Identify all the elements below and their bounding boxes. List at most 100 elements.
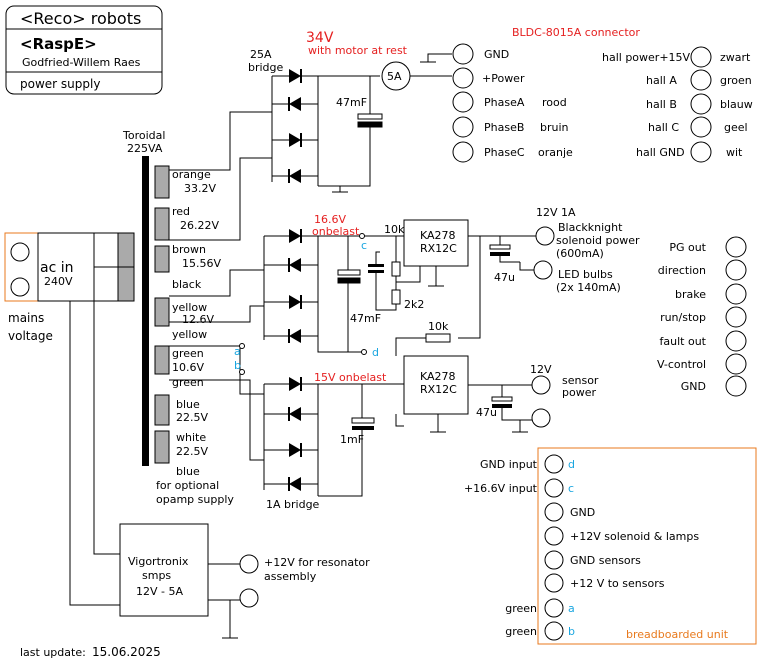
breadboard-tag-6: a [568, 602, 575, 615]
breadboard-label-1: +16.6V input [464, 482, 538, 495]
bridge1-label: 1A bridge [266, 498, 320, 511]
resonator-gnd-terminal[interactable] [239, 588, 259, 608]
mains-terminal-2[interactable] [10, 277, 30, 297]
bridge-15v: 15V onbelast 1A bridge a b 1mF [169, 343, 404, 511]
breadboard-terminal-4[interactable] [544, 550, 564, 570]
mains-terminal-1[interactable] [10, 242, 30, 262]
hall-power-terminal[interactable] [690, 46, 712, 68]
breadboard-label-0: GND input [480, 458, 538, 471]
breadboard-label-6: green [505, 602, 537, 615]
r10k-b: 10k [428, 320, 449, 333]
winding-orange-volt: 33.2V [184, 182, 216, 195]
ctrl-label-4: fault out [660, 335, 707, 348]
hall-a-terminal[interactable] [690, 69, 712, 91]
bldc-title: BLDC-8015A connector [512, 26, 640, 39]
hall-c-terminal[interactable] [690, 116, 712, 138]
fuse-label: 5A [387, 70, 402, 83]
bldc-phasec-terminal[interactable] [452, 141, 474, 163]
smps-block: Vigortronix smps 12V - 5A +12V for reson… [119, 523, 370, 639]
breadboard-label-2: GND [570, 506, 595, 519]
hall-gnd-terminal[interactable] [690, 141, 712, 163]
voltage-16v: 16.6V [314, 213, 346, 226]
ctrl-terminal-2[interactable] [725, 283, 747, 305]
reg1-line2: RX12C [420, 242, 457, 255]
resonator-label-2: assembly [264, 570, 317, 583]
resonator-power-terminal[interactable] [239, 554, 259, 574]
winding-blue-note-2: for optional [156, 479, 219, 492]
regulator-2: KA278 RX12C 47u 12V sensor power [395, 355, 599, 433]
breadboard-tag-7: b [568, 625, 575, 638]
winding-green: green [172, 347, 204, 360]
ac-in-label: ac in [40, 260, 74, 276]
ctrl-label-6: GND [681, 380, 706, 393]
tag-a-bridge: a [234, 345, 241, 358]
ctrl-terminal-5[interactable] [725, 353, 747, 375]
bldc-power-terminal[interactable] [452, 67, 474, 89]
onbelast-16v: onbelast [312, 225, 360, 238]
breadboard-terminal-6[interactable] [544, 598, 564, 618]
tag-c-bridge: c [361, 239, 367, 252]
breadboard-terminal-1[interactable] [544, 478, 564, 498]
bldc-phaseb-label: PhaseB [484, 121, 524, 134]
ctrl-label-5: V-control [657, 358, 706, 371]
winding-red: red [172, 205, 190, 218]
ctrl-terminal-6[interactable] [725, 375, 747, 397]
ctrl-terminal-1[interactable] [725, 259, 747, 281]
winding-brown-volt: 15.56V [182, 257, 221, 270]
r10k-a: 10k [384, 223, 405, 236]
breadboard-label-3: +12V solenoid & lamps [570, 530, 699, 543]
tag-d-bridge: d [372, 346, 379, 359]
ctrl-label-1: direction [658, 264, 706, 277]
sensor-power-label-2: power [562, 386, 596, 399]
bridge-16v: 16.6V onbelast c 47mF d [169, 213, 381, 359]
wire-oranje: oranje [538, 146, 573, 159]
smps-label-2: smps [142, 569, 171, 582]
bldc-connector: BLDC-8015A connector GND +Power PhaseA P… [452, 26, 753, 163]
cap-47mf-mid: 47mF [350, 312, 381, 325]
voltage-34v: 34V [306, 30, 334, 46]
reg2-line1: KA278 [420, 370, 456, 383]
bldc-phasec-label: PhaseC [484, 146, 525, 159]
cap-1mf: 1mF [340, 433, 364, 446]
wire-bruin: bruin [540, 121, 569, 134]
led-label-1: LED bulbs [558, 268, 613, 281]
breadboard-terminal-5[interactable] [544, 573, 564, 593]
v12-sensor: 12V [530, 363, 552, 376]
bldc-power-label: +Power [482, 72, 525, 85]
mains-label-line1: mains [8, 311, 44, 325]
wire-geel: geel [724, 121, 748, 134]
winding-green-volt: 10.6V [172, 361, 204, 374]
hall-c-label: hall C [648, 121, 679, 134]
hall-b-terminal[interactable] [690, 93, 712, 115]
author-name: Godfried-Willem Raes [22, 56, 141, 69]
hall-a-label: hall A [646, 74, 677, 87]
breadboard-terminal-2[interactable] [544, 502, 564, 522]
bldc-gnd-terminal[interactable] [452, 43, 474, 65]
bldc-phaseb-terminal[interactable] [452, 116, 474, 138]
sensor-gnd-terminal[interactable] [531, 408, 551, 428]
led-label-2: (2x 140mA) [556, 281, 621, 294]
winding-yellow-2: yellow [172, 328, 207, 341]
ctrl-label-2: brake [675, 288, 706, 301]
bldc-phasea-terminal[interactable] [452, 91, 474, 113]
ctrl-terminal-0[interactable] [725, 236, 747, 258]
v12-1a: 12V 1A [536, 206, 576, 219]
reg2-line2: RX12C [420, 383, 457, 396]
wire-wit: wit [726, 146, 743, 159]
ctrl-terminal-4[interactable] [725, 330, 747, 352]
breadboard-tag-1: c [568, 482, 574, 495]
ctrl-terminal-3[interactable] [725, 306, 747, 328]
winding-yellow-volt: 12.6V [182, 313, 214, 326]
toroidal-transformer: Toroidal 225VA orange 33.2V red 26.22V b… [122, 129, 234, 506]
winding-blue: blue [176, 398, 200, 411]
toroidal-label-2: 225VA [127, 142, 163, 155]
breadboard-terminal-0[interactable] [544, 454, 564, 474]
led-terminal[interactable] [533, 260, 553, 280]
motor-rest-note: with motor at rest [308, 44, 408, 57]
breadboard-terminal-3[interactable] [544, 526, 564, 546]
solenoid-terminal[interactable] [535, 226, 555, 246]
breadboard-terminal-7[interactable] [544, 621, 564, 641]
sensor-power-terminal[interactable] [531, 375, 551, 395]
